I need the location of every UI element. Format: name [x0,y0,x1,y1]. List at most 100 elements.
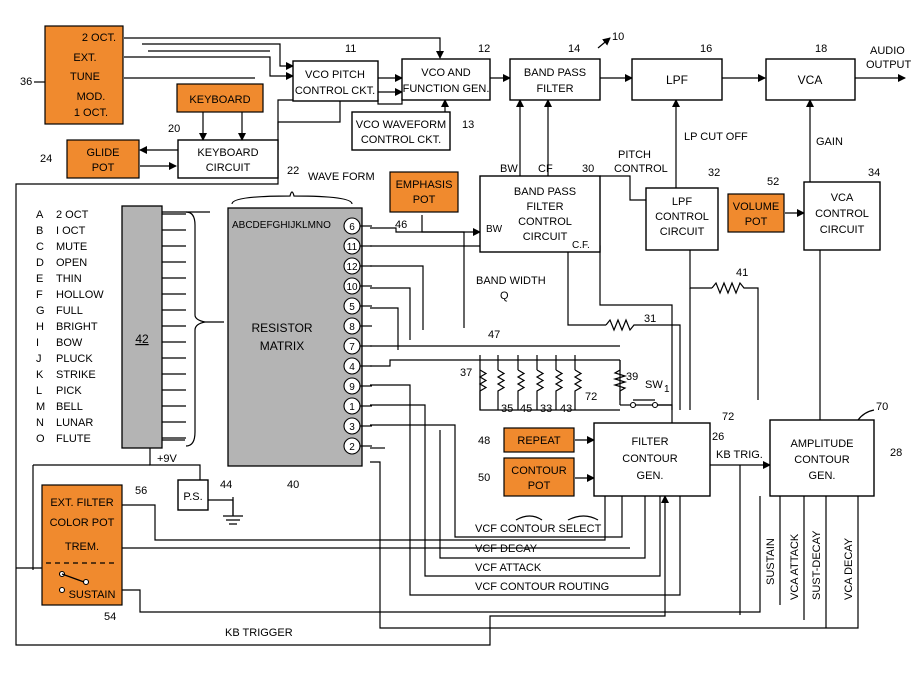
filter-contour-block[interactable]: FILTER CONTOUR GEN. [593,422,711,497]
switch-letter: N [36,417,44,429]
ref-37: 37 [460,367,472,379]
matrix-terminal-2: 2 [343,437,372,455]
vco-waveform-block[interactable]: VCO WAVEFORM CONTROL CKT. [351,111,451,151]
bpf-ctrl-line1: BAND PASS [514,186,576,198]
audio-label: AUDIO [870,45,905,57]
switch-list-lines [162,213,186,439]
bpf-ctrl-line3: CONTROL [518,216,572,228]
vco-function-line2: FUNCTION GEN. [403,83,490,95]
switch-name: HOLLOW [56,289,104,301]
matrix-terminal-8: 8 [343,317,372,335]
svg-text:1: 1 [349,402,355,413]
vco-function-block[interactable]: VCO AND FUNCTION GEN. [401,58,491,101]
sustain-vertical-label: SUSTAIN [765,538,777,585]
vca-block[interactable]: VCA [765,58,856,101]
lpf-control-block[interactable]: LPF CONTROL CIRCUIT [645,187,719,251]
volume-pot-label: POT [745,216,768,228]
switch-name: PLUCK [56,353,93,365]
ext-filter-block[interactable]: EXT. FILTER COLOR POT TREM. SUSTAIN [41,484,123,606]
vca-control-block[interactable]: VCA CONTROL CIRCUIT [803,181,881,251]
amplitude-contour-block[interactable]: AMPLITUDE CONTOUR GEN. [769,419,875,497]
vco-waveform-line1: VCO WAVEFORM [356,119,446,131]
ext-tune-line4: MOD. [77,91,106,103]
ref-72a: 72 [585,391,597,403]
matrix-terminal-1: 1 [343,397,372,415]
ac-line3: GEN. [809,470,836,482]
svg-text:7: 7 [349,342,355,353]
kb-trig-label: KB TRIG. [716,449,763,461]
vcf-attack-label: VCF ATTACK [475,562,542,574]
switch-panel-42[interactable]: 42 [121,205,163,449]
wave-form-label: WAVE FORM [308,171,375,183]
switch-name: THIN [56,273,82,285]
ext-tune-block[interactable]: 2 OCT. EXT. TUNE MOD. 1 OCT. [44,25,124,125]
bpf-control-block[interactable]: BAND PASS FILTER CONTROL CIRCUIT BW C.F. [479,175,601,253]
sw1-switch[interactable] [612,360,672,409]
fc-line1: FILTER [631,436,668,448]
switch-name: I OCT [56,225,86,237]
sw-label: SW [645,379,663,391]
svg-text:6: 6 [349,222,355,233]
svg-text:3: 3 [349,422,355,433]
ref-24: 24 [40,153,52,165]
switch-letter: J [36,353,42,365]
band-pass-block[interactable]: BAND PASS FILTER [509,58,601,101]
switch-letter: G [36,305,45,317]
switch-letter: M [36,401,45,413]
repeat-block[interactable]: REPEAT [503,427,575,453]
pitch-label: PITCH [618,149,651,161]
vco-pitch-line1: VCO PITCH [305,69,365,81]
svg-text:9: 9 [349,382,355,393]
switch-letter: K [36,369,44,381]
resistor-matrix-block[interactable]: ABCDEFGHIJKLMNO RESISTOR MATRIX [227,207,363,467]
ref-42: 42 [135,332,149,346]
keyboard-circuit-block[interactable]: KEYBOARD CIRCUIT [177,139,279,179]
volume-pot-block[interactable]: VOLUME POT [727,193,785,233]
keyboard-block[interactable]: KEYBOARD [176,83,264,113]
matrix-terminal-3: 3 [343,417,372,435]
vca-ctrl-line3: CIRCUIT [820,224,865,236]
ps-label: P.S. [183,491,202,503]
emphasis-pot-label: POT [413,194,436,206]
switch-name: STRIKE [56,369,96,381]
ref-52: 52 [767,176,779,188]
kb-circuit-line1: KEYBOARD [197,147,258,159]
glide-pot-block[interactable]: GLIDE POT [66,139,140,179]
ref-34: 34 [868,167,880,179]
svg-text:10: 10 [346,282,358,293]
power-supply-block[interactable]: P.S. [177,479,209,511]
ref-26: 26 [712,431,724,443]
ref-13: 13 [462,119,474,131]
lpf-block[interactable]: LPF [631,58,723,101]
lpf-ctrl-line1: LPF [672,196,692,208]
ref-28: 28 [890,447,902,459]
bw-label: BW [500,163,518,175]
bpf-ctrl-line2: FILTER [526,201,563,213]
matrix-line1: RESISTOR [251,321,312,335]
vco-function-line1: VCO AND [421,67,471,79]
matrix-terminal-7: 7 [343,337,372,355]
lpf-ctrl-line2: CONTROL [655,211,709,223]
gain-label: GAIN [816,136,843,148]
vcf-contour-select-label: VCF CONTOUR SELECT [475,523,602,535]
ref-11: 11 [345,43,356,55]
emphasis-pot-block[interactable]: EMPHASIS POT [389,171,459,213]
vco-pitch-block[interactable]: VCO PITCH CONTROL CKT. [292,60,379,102]
switch-item-k[interactable]: K STRIKE [36,369,96,381]
contour-pot-block[interactable]: CONTOUR POT [503,457,575,497]
switch-item-j[interactable]: J PLUCK [36,353,93,365]
ref-20: 20 [168,123,180,135]
